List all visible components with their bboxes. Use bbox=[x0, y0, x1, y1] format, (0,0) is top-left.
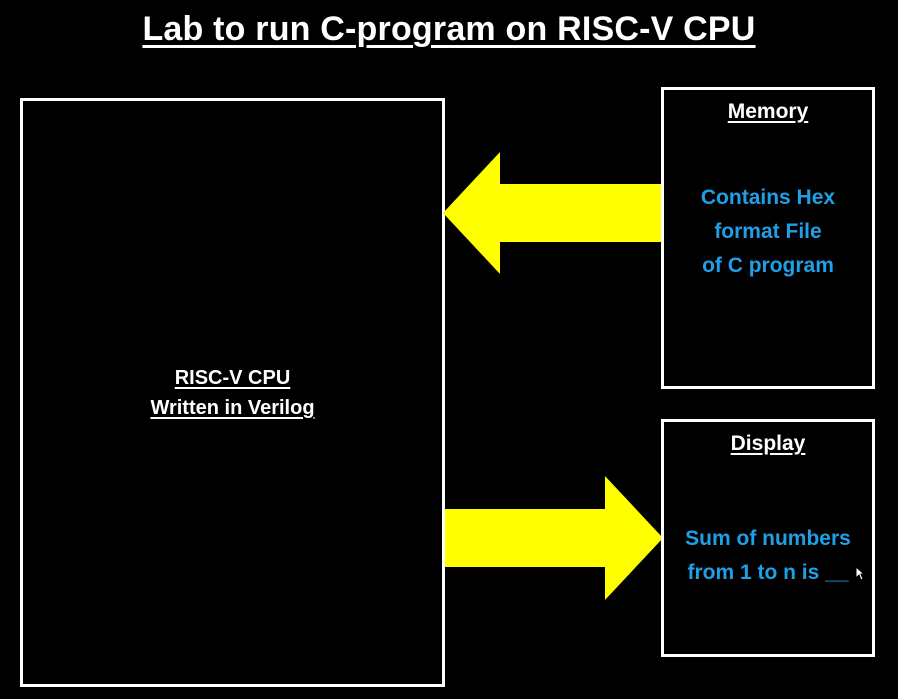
memory-line: format File bbox=[714, 220, 822, 243]
memory-line: of C program bbox=[702, 254, 834, 277]
memory-description: Contains Hex format File of C program bbox=[664, 181, 872, 283]
display-box: Display Sum of numbers from 1 to n is __ bbox=[661, 419, 875, 657]
display-description: Sum of numbers from 1 to n is __ bbox=[664, 522, 872, 590]
cpu-box: RISC-V CPU Written in Verilog bbox=[20, 98, 445, 687]
mouse-pointer-icon bbox=[855, 566, 865, 581]
display-line: Sum of numbers bbox=[685, 527, 851, 550]
cpu-label-line2: Written in Verilog bbox=[150, 397, 315, 419]
cpu-to-display-arrow bbox=[445, 476, 663, 600]
cpu-label-line1: RISC-V CPU bbox=[174, 367, 291, 389]
page-title: Lab to run C-program on RISC-V CPU bbox=[142, 10, 756, 48]
memory-heading: Memory bbox=[727, 100, 809, 123]
display-line: from 1 to n is __ bbox=[687, 561, 849, 584]
memory-box: Memory Contains Hex format File of C pro… bbox=[661, 87, 875, 389]
memory-line: Contains Hex bbox=[700, 186, 836, 209]
display-heading: Display bbox=[730, 432, 806, 455]
cpu-label: RISC-V CPU Written in Verilog bbox=[23, 363, 442, 423]
memory-to-cpu-arrow bbox=[443, 152, 663, 274]
